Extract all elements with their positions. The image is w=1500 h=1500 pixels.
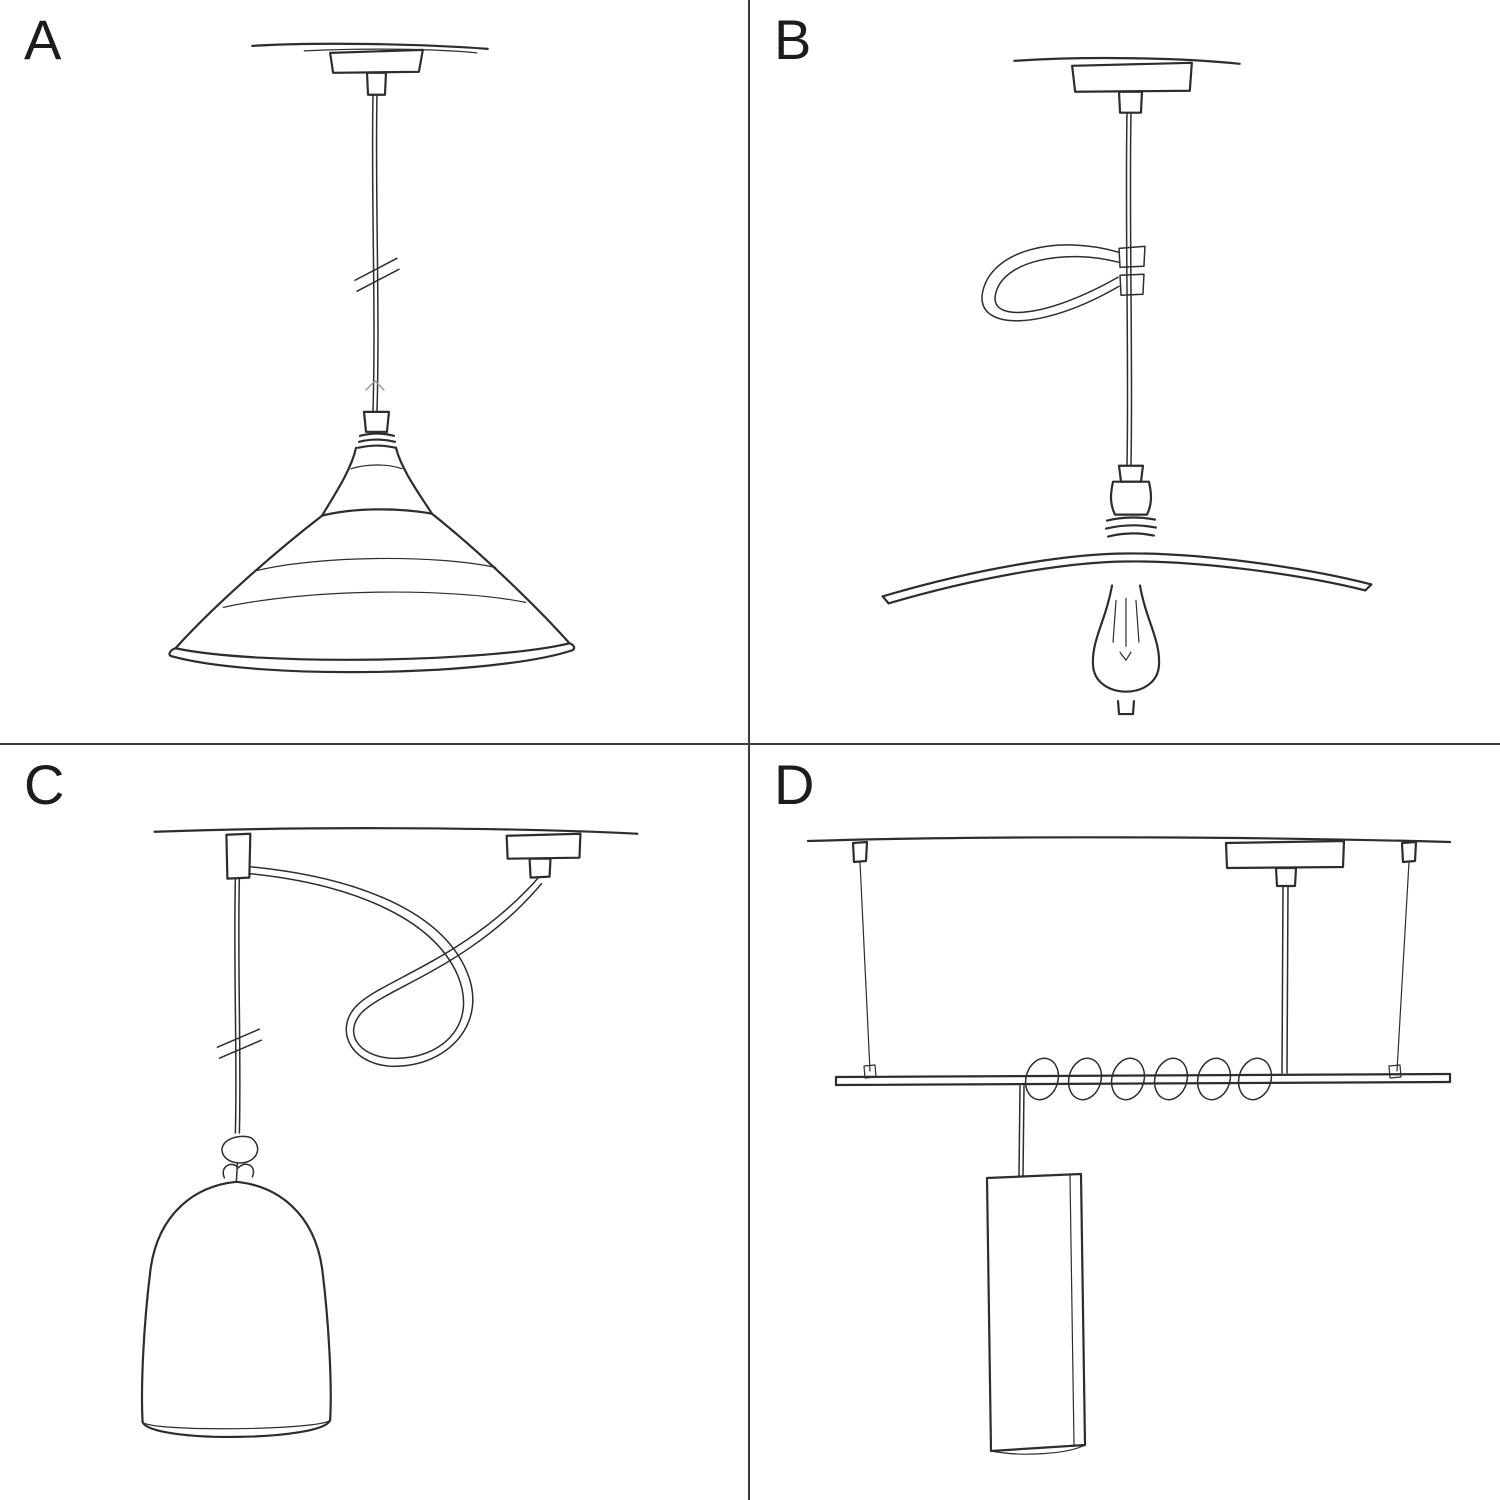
panel-d: D (750, 745, 1500, 1500)
sketch-swag-bell-shade (140, 827, 639, 1439)
panel-a: A (0, 0, 750, 745)
panel-c: C (0, 745, 750, 1500)
panel-label-a: A (24, 8, 63, 71)
panel-label-c: C (24, 753, 66, 816)
panel-b: B (750, 0, 1500, 745)
panel-label-d: D (774, 753, 816, 816)
sketch-flat-shade-with-bulb (881, 56, 1373, 716)
sketch-bar-coiled-cable-tube-shade (806, 836, 1452, 1455)
sketch-pendant-bowl-shade (168, 42, 576, 674)
panel-label-b: B (774, 8, 813, 71)
